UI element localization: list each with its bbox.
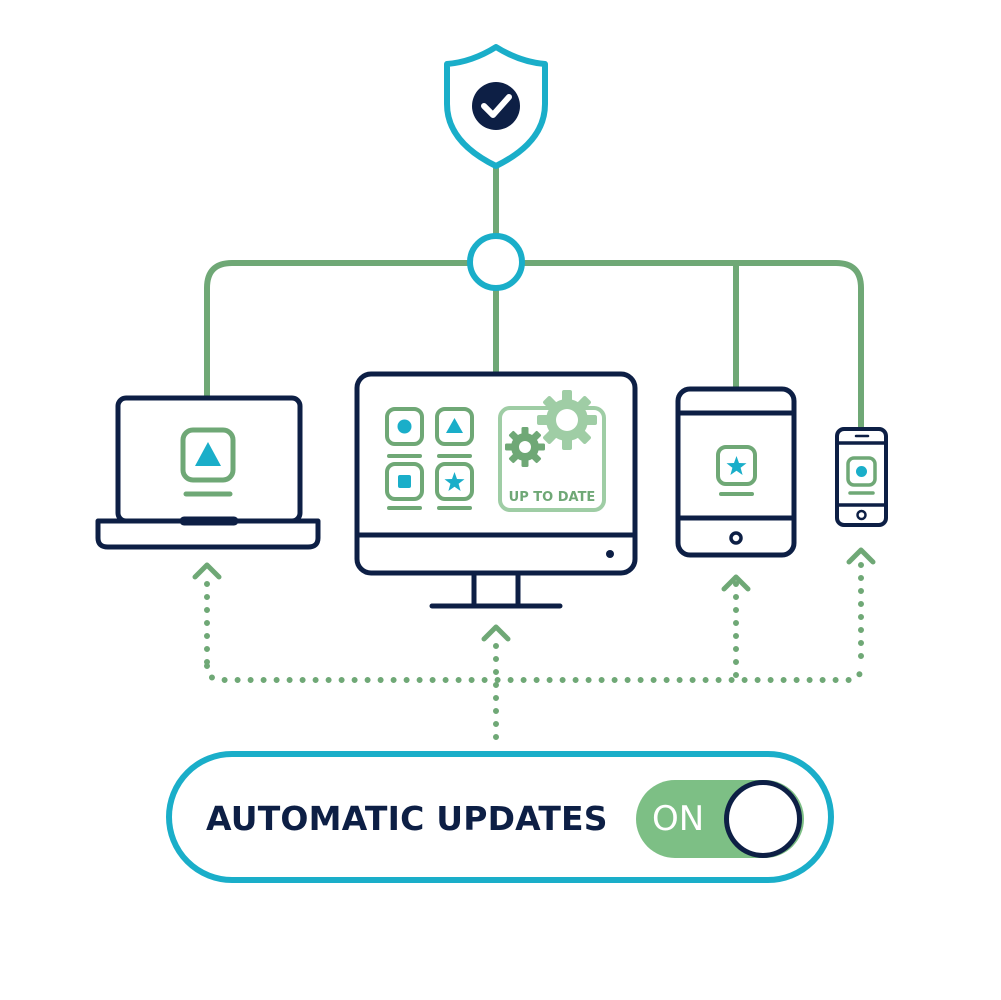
app-tile-star <box>435 462 474 510</box>
update-arrows <box>192 547 876 642</box>
desktop-monitor: UP TO DATE <box>354 371 638 609</box>
toggle-knob[interactable] <box>724 780 802 858</box>
automatic-updates-label: AUTOMATIC UPDATES <box>206 799 608 838</box>
laptop-device <box>95 395 321 550</box>
network-connectors <box>204 165 864 431</box>
phone-device <box>835 427 888 527</box>
hub-node <box>467 233 525 291</box>
toggle-state-label: ON <box>652 799 705 839</box>
shield-check-icon <box>444 44 548 169</box>
gear-icon <box>505 427 545 467</box>
app-tile-triangle <box>435 407 474 458</box>
circle-icon <box>846 456 877 487</box>
arrow-up-icon <box>481 624 511 642</box>
app-tile-circle <box>385 407 424 458</box>
app-tile-square <box>385 462 424 510</box>
triangle-icon <box>180 427 236 483</box>
laptop-connector <box>204 260 473 401</box>
update-paths <box>204 562 864 743</box>
home-button <box>729 531 743 545</box>
arrow-up-icon <box>192 562 222 580</box>
update-path-horizontal <box>204 663 864 683</box>
home-button <box>856 509 867 521</box>
arrow-up-icon <box>721 574 751 592</box>
automatic-updates-panel <box>166 751 834 883</box>
phone-connector <box>519 260 864 431</box>
star-icon <box>716 445 757 486</box>
tablet-device <box>675 386 797 558</box>
status-label: UP TO DATE <box>509 490 596 505</box>
gear-icon <box>537 390 597 450</box>
arrow-up-icon <box>846 547 876 565</box>
power-light <box>606 550 614 558</box>
